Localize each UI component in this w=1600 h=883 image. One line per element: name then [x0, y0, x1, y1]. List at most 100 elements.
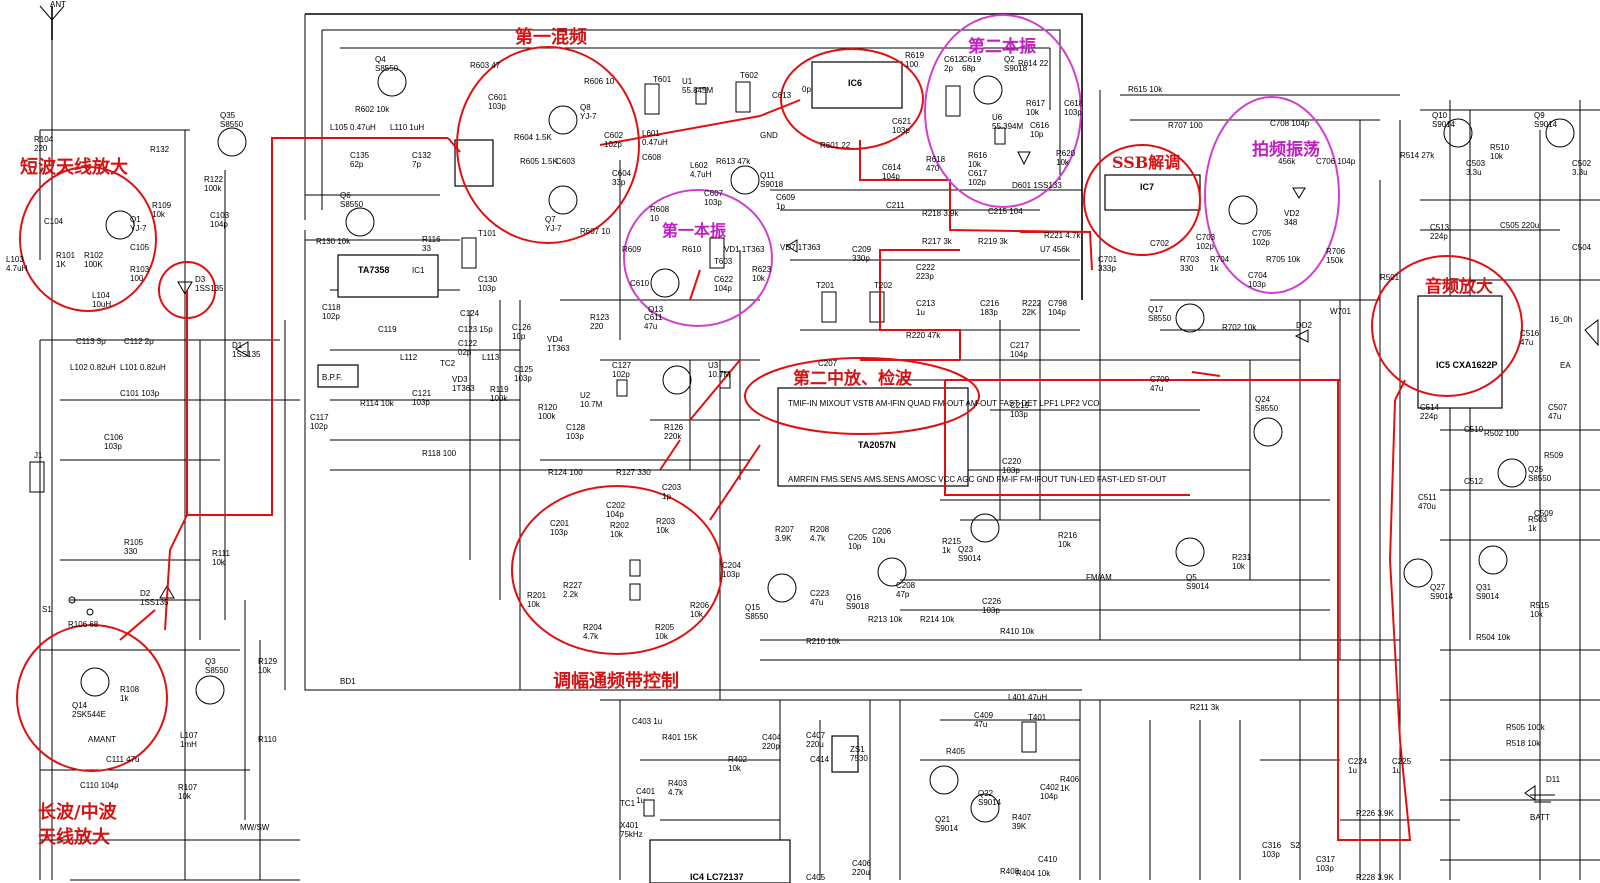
t201-label: T201: [816, 281, 835, 290]
vd7-label: VD7 1T363: [780, 243, 821, 252]
c207-label: C207: [818, 359, 838, 368]
r124-label: R124 100: [548, 468, 583, 477]
lw-mw-amp-region: [16, 624, 168, 772]
ic7-box: [1104, 174, 1201, 211]
r502-label: R502 100: [1484, 429, 1519, 438]
highlight-regions: [16, 14, 1523, 772]
t101-label: T101: [478, 229, 497, 238]
u3-crystal: [719, 371, 731, 389]
r705-label: R705 10k: [1266, 255, 1301, 264]
c608-label: C608: [642, 153, 662, 162]
batt-label: BATT: [1530, 813, 1550, 822]
ea-label: EA: [1560, 361, 1571, 370]
vd1-label: VD1 1T363: [724, 245, 765, 254]
q10-transistor: [1443, 118, 1473, 148]
t601-coil: [644, 83, 660, 115]
c708-label: C708 104p: [1270, 119, 1310, 128]
u4-crystal: [629, 583, 641, 601]
first-mixer-region: [456, 46, 640, 244]
first-lo-region: [623, 189, 773, 327]
vd2-diode: [1292, 187, 1306, 199]
components: [29, 61, 1599, 883]
c104-label: C104: [44, 217, 64, 226]
u3b-crystal: [629, 559, 641, 577]
b1-box: [454, 139, 494, 187]
r606-label: R606 10: [584, 77, 615, 86]
c211-label: C211: [886, 201, 905, 210]
l110-label: L110 1uH: [390, 123, 424, 132]
r613-label: R613 47k: [716, 157, 751, 166]
l105-label: L105 0.47uH: [330, 123, 376, 132]
d3-region: [158, 261, 216, 319]
q3-transistor: [195, 675, 225, 705]
r610-label: R610: [682, 245, 702, 254]
c702-label: C702: [1150, 239, 1170, 248]
q11b-transistor: [662, 365, 692, 395]
am-bandwidth-region: [511, 485, 723, 655]
t202-coil: [869, 291, 885, 323]
ic2057-pins-top: TMIF-IN MIXOUT VSTB AM-IFIN QUAD FM-OUT …: [788, 399, 1099, 408]
ic1-ref-label: IC1: [412, 266, 425, 275]
wiring: [39, 5, 1600, 881]
t602-label: T602: [740, 71, 759, 80]
r509-label: R509: [1544, 451, 1564, 460]
q15-transistor: [767, 573, 797, 603]
signal-path: [119, 99, 1412, 841]
r615-label: R615 10k: [1128, 85, 1163, 94]
r601-label: R601 22: [820, 141, 851, 150]
l401-label: L401 47uH: [1008, 693, 1047, 702]
ic6-region: [780, 48, 924, 150]
q5-transistor: [1175, 537, 1205, 567]
s1-label: S1: [42, 605, 52, 614]
r501-label: R501: [1380, 273, 1400, 282]
r213-label: R213 10k: [868, 615, 903, 624]
r228-label: R228 3.9K: [1356, 873, 1394, 882]
ic5-box: [1417, 295, 1503, 409]
d11-diode: [1524, 785, 1536, 801]
r106-label: R106 68: [68, 620, 99, 629]
d601-label: D601 1SS133: [1012, 181, 1062, 190]
